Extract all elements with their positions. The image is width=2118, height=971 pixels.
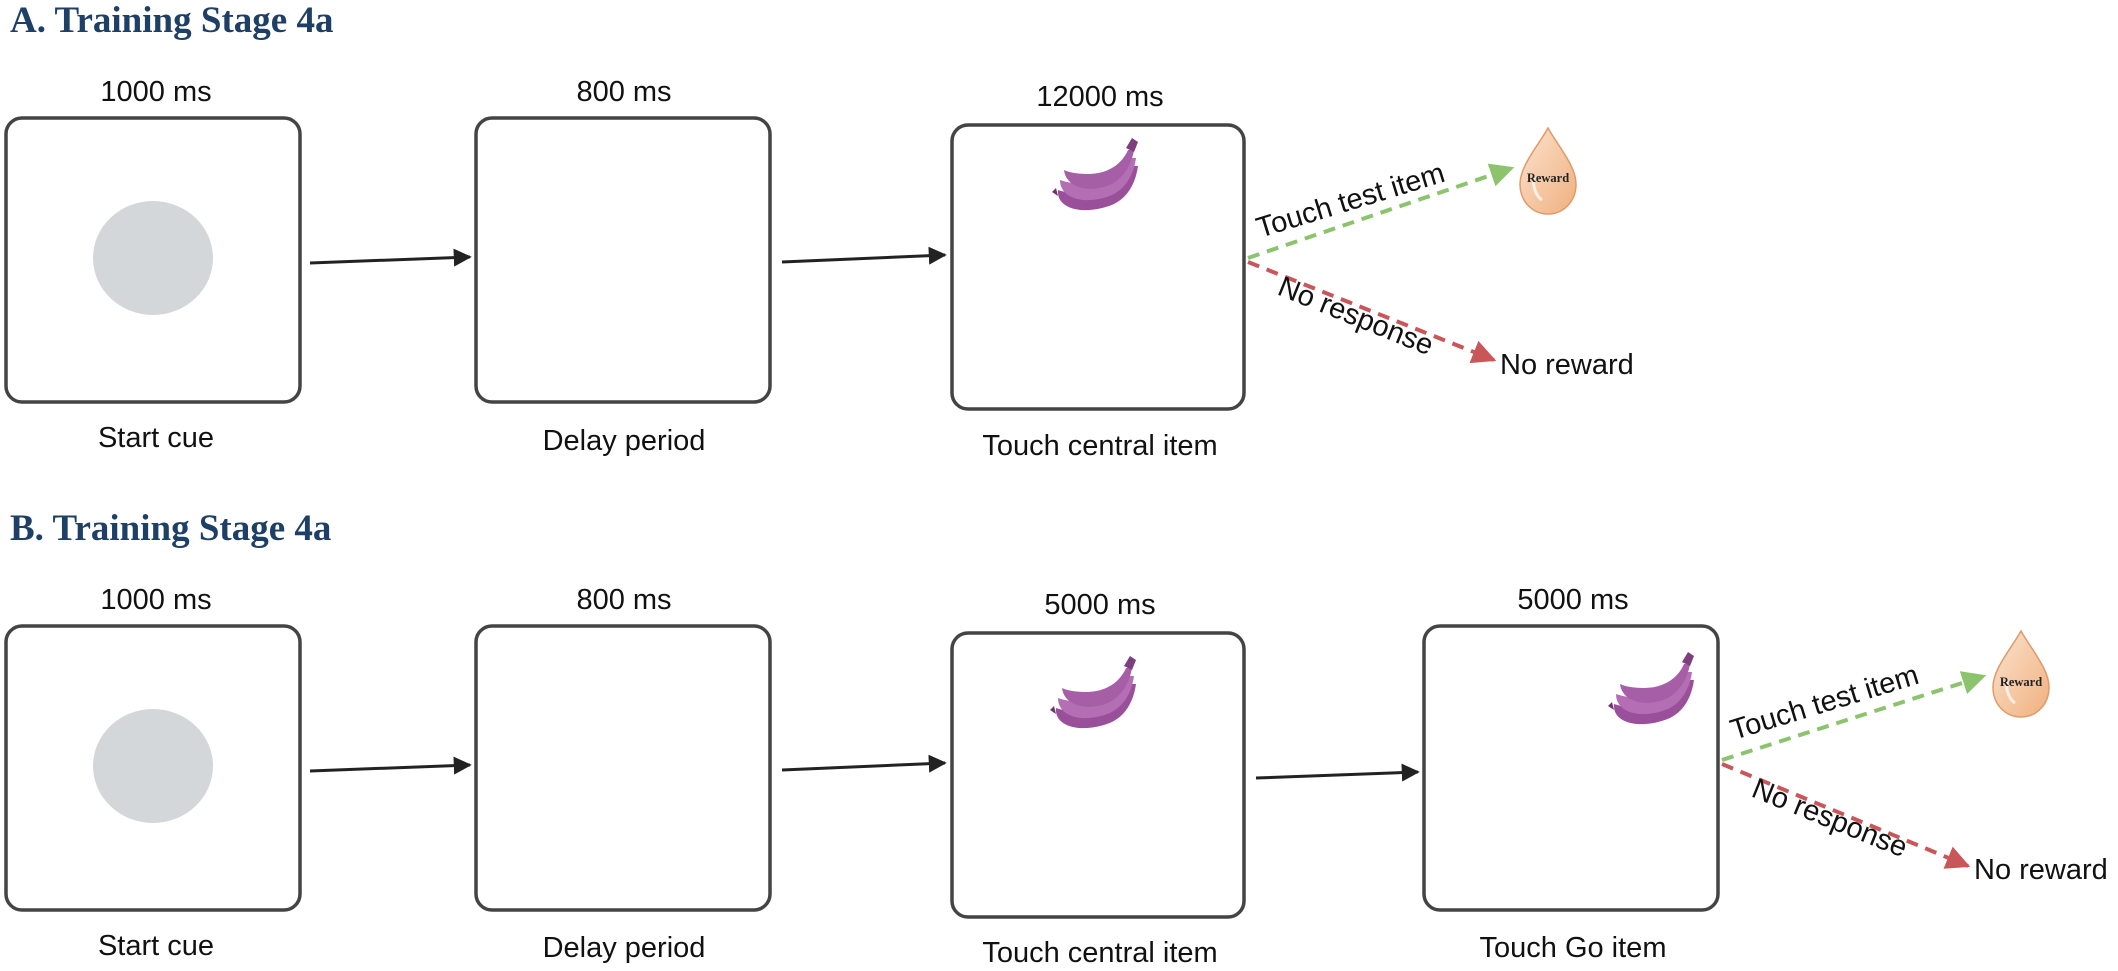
panel-b-outcome-yes-label: Touch test item [1727, 659, 1923, 747]
panel-b-arrow-2 [781, 754, 947, 773]
panel-b-screen-delay [474, 624, 772, 912]
panel-a-step-1-caption: Start cue [98, 422, 214, 454]
panel-b-step-4-duration: 5000 ms [1517, 584, 1628, 616]
panel-a-outcome-no-label: No response [1273, 271, 1437, 362]
panel-a-step-1-duration: 1000 ms [100, 76, 211, 108]
panel-a-title: A. Training Stage 4a [10, 0, 333, 41]
panel-a-step-3-duration: 12000 ms [1036, 81, 1163, 113]
panel-b-step-1-duration: 1000 ms [100, 584, 211, 616]
panel-a-arrow-2 [781, 246, 947, 265]
panel-b-screen-touch-go [1422, 624, 1720, 912]
panel-b-title: B. Training Stage 4a [10, 508, 331, 549]
panel-b-step-2-caption: Delay period [543, 932, 706, 964]
panel-a-step-2-caption: Delay period [543, 425, 706, 457]
reward-drop-icon [1991, 629, 2051, 719]
start-cue-circle [93, 709, 213, 823]
panel-a-arrow-1 [309, 248, 472, 267]
panel-b-arrow-3 [1255, 763, 1420, 782]
panel-b-outcome-no-label: No response [1747, 773, 1911, 864]
panel-a-step-2-duration: 800 ms [576, 76, 671, 108]
start-cue-circle [93, 201, 213, 315]
panel-a-no-reward-label: No reward [1500, 349, 1634, 381]
panel-b-arrow-1 [309, 756, 472, 775]
panel-b-step-4-caption: Touch Go item [1480, 932, 1667, 964]
panel-a-screen-touch-central [950, 123, 1246, 411]
panel-a-failure-arrow [1247, 260, 1497, 364]
panel-a-reward-label: Reward [1527, 171, 1569, 185]
panel-b-step-1-caption: Start cue [98, 930, 214, 962]
panel-b-success-arrow [1721, 671, 1987, 762]
panel-a-success-arrow [1247, 163, 1515, 260]
panel-b-step-3-caption: Touch central item [982, 937, 1217, 969]
panel-b-no-reward-label: No reward [1974, 854, 2108, 886]
panel-b-screen-touch-central [950, 631, 1246, 919]
panel-a-step-3-caption: Touch central item [982, 430, 1217, 462]
panel-b-failure-arrow [1721, 762, 1971, 869]
panel-b-step-3-duration: 5000 ms [1044, 589, 1155, 621]
panel-a-screen-delay [474, 116, 772, 404]
panel-b-reward-label: Reward [2000, 675, 2042, 689]
panel-b-step-2-duration: 800 ms [576, 584, 671, 616]
